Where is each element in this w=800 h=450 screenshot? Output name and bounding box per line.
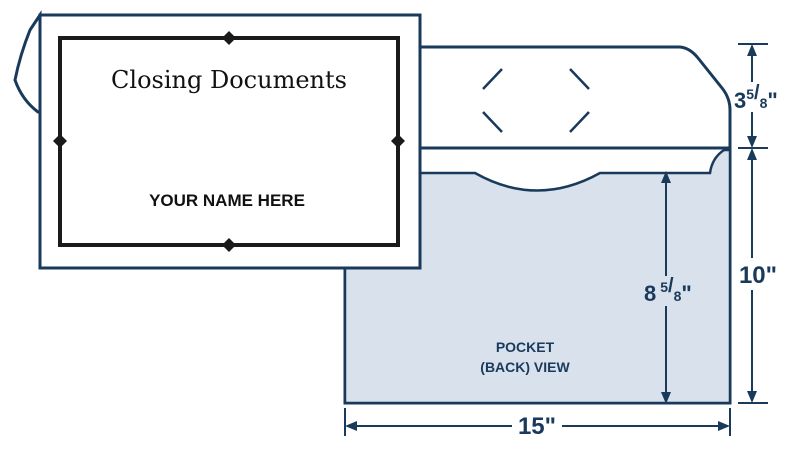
pocket-label-line1: POCKET bbox=[496, 339, 555, 355]
front-cover-name: YOUR NAME HERE bbox=[149, 191, 305, 210]
front-cover-panel bbox=[38, 13, 422, 270]
frame-diamond-right bbox=[391, 134, 405, 148]
flap-height-label: 35/8" bbox=[734, 82, 778, 113]
frame-diamond-top bbox=[222, 31, 236, 45]
front-cover-spine bbox=[13, 10, 42, 114]
width-label: 15" bbox=[518, 413, 556, 440]
front-cover-title: Closing Documents bbox=[111, 66, 347, 94]
dimension-flap-height: 35/8" bbox=[732, 43, 780, 148]
business-card-slits bbox=[482, 68, 590, 133]
dimension-total-height: 10" bbox=[734, 147, 784, 404]
frame-diamond-bottom bbox=[222, 238, 236, 252]
folder-back-panel bbox=[343, 45, 732, 150]
front-cover: Closing Documents YOUR NAME HERE bbox=[13, 10, 422, 270]
pocket-label-line2: (BACK) VIEW bbox=[480, 359, 570, 375]
total-height-label: 10" bbox=[739, 262, 777, 289]
frame-diamond-left bbox=[53, 134, 67, 148]
dimension-width: 15" bbox=[344, 408, 731, 440]
folder-top-flap bbox=[343, 45, 732, 150]
pocket-fill bbox=[343, 148, 732, 405]
